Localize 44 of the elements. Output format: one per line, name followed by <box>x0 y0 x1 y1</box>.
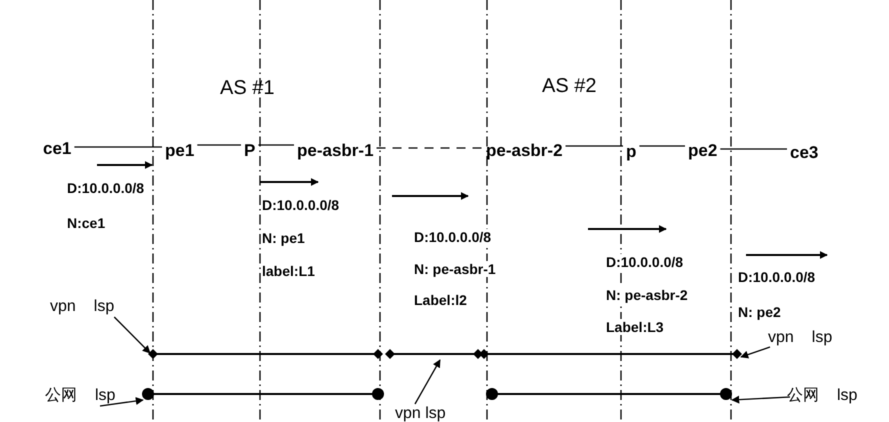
leader-line <box>114 316 151 354</box>
router-label: pe-asbr-1 <box>297 141 374 161</box>
region-label: AS #2 <box>542 78 596 94</box>
router-label: pe2 <box>688 141 718 161</box>
route-info-text: D:10.0.0.0/8 <box>606 254 684 270</box>
link-line <box>74 146 162 148</box>
leader-line <box>100 397 144 407</box>
leader-line <box>731 396 790 404</box>
router-label: pe1 <box>165 141 194 161</box>
route-info-text: N:ce1 <box>67 215 106 231</box>
callout-text: lsp <box>812 328 832 348</box>
callout-text: lsp <box>94 297 114 317</box>
route-info-text: N: pe-asbr-2 <box>606 287 688 303</box>
callout-text: vpn lsp <box>395 404 446 422</box>
link-line <box>566 145 623 147</box>
callout-text: vpn <box>768 328 794 348</box>
region-label: AS #1 <box>220 80 274 96</box>
route-info-text: N: pe-asbr-1 <box>414 261 496 277</box>
leader-line <box>414 359 441 404</box>
callout-text: lsp <box>837 386 858 406</box>
route-info-text: D:10.0.0.0/8 <box>738 269 816 285</box>
router-label: ce1 <box>43 139 72 159</box>
route-info-text: N: pe2 <box>738 304 781 320</box>
router-label: pe-asbr-2 <box>486 141 563 161</box>
callout-text: lsp <box>95 386 116 406</box>
callout-text: vpn <box>50 297 76 317</box>
route-info-text: Label:L3 <box>606 319 664 335</box>
leader-line <box>740 346 770 358</box>
link-line <box>258 144 294 146</box>
route-info-text: N: pe1 <box>262 230 305 246</box>
router-label: ce3 <box>790 143 818 163</box>
link-line <box>639 145 685 147</box>
link-line <box>376 147 483 149</box>
router-label: P <box>244 141 256 161</box>
route-info-text: D:10.0.0.0/8 <box>414 229 492 245</box>
link-line <box>720 148 787 150</box>
route-info-text: Label:l2 <box>414 292 467 308</box>
link-line <box>197 144 241 146</box>
route-info-text: D:10.0.0.0/8 <box>262 197 340 213</box>
callout-text: 公网 <box>787 386 819 406</box>
router-label: p <box>626 142 636 162</box>
route-info-text: D:10.0.0.0/8 <box>67 180 144 196</box>
callout-text: 公网 <box>45 386 77 406</box>
route-info-text: label:L1 <box>262 263 315 279</box>
